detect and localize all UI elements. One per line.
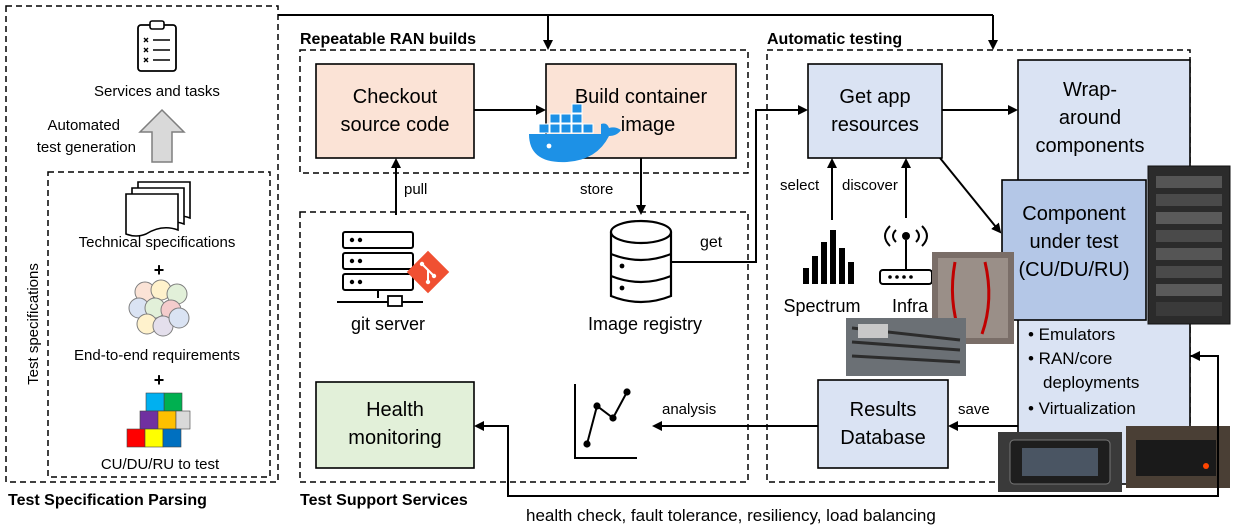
clipboard-icon xyxy=(137,20,177,72)
health-monitoring-box xyxy=(315,381,475,469)
documents-icon xyxy=(125,181,191,237)
test-spec-subframe xyxy=(47,171,271,478)
get-app-resources-box xyxy=(807,63,943,159)
select-label: select xyxy=(780,177,820,194)
support-services-title: Test Support Services xyxy=(300,492,468,509)
analysis-chart-icon xyxy=(574,384,637,459)
docker-whale-icon xyxy=(529,103,621,163)
git-server-icon xyxy=(337,231,450,307)
get-app-line1: Get app xyxy=(839,86,910,108)
get-label: get xyxy=(700,234,723,251)
discover-label: discover xyxy=(842,177,898,194)
checkout-box xyxy=(315,63,475,159)
pull-label: pull xyxy=(404,181,427,198)
device-photo-board xyxy=(1126,426,1230,488)
bullet-emulators: • Emulators xyxy=(1028,325,1115,344)
getapp-to-component-arrow xyxy=(939,157,1002,234)
health-line2: monitoring xyxy=(348,427,441,449)
wrap-line3: components xyxy=(1036,135,1145,157)
infra-label: Infra xyxy=(892,296,929,316)
checkout-line2: source code xyxy=(341,114,450,136)
parsing-frame xyxy=(5,5,279,483)
image-registry-label: Image registry xyxy=(588,314,702,334)
cu-du-ru-label: CU/DU/RU to test xyxy=(101,456,220,473)
bullet-deployments: deployments xyxy=(1043,373,1139,392)
results-line2: Database xyxy=(840,427,926,449)
results-line1: Results xyxy=(850,399,917,421)
get-app-line2: resources xyxy=(831,114,919,136)
spectrum-bars-icon xyxy=(803,230,854,284)
component-line1: Component xyxy=(1022,203,1126,225)
store-label: store xyxy=(580,181,613,198)
database-icon xyxy=(609,219,673,304)
hardware-photo-2 xyxy=(846,318,966,376)
analysis-label: analysis xyxy=(662,401,716,418)
get-arrow xyxy=(672,105,808,263)
ran-builds-title: Repeatable RAN builds xyxy=(300,31,476,48)
router-antenna-icon xyxy=(879,225,933,285)
footer-label: health check, fault tolerance, resilienc… xyxy=(526,506,936,525)
plus-sign-2: + xyxy=(154,370,165,390)
bullet-ran-core: • RAN/core xyxy=(1028,349,1112,368)
test-specifications-label: Test specifications xyxy=(25,263,42,385)
automatic-testing-frame xyxy=(766,49,1191,483)
checkout-line1: Checkout xyxy=(353,86,438,108)
save-label: save xyxy=(958,401,990,418)
upward-arrow-icon xyxy=(138,108,186,163)
git-server-label: git server xyxy=(351,314,425,334)
support-services-frame xyxy=(299,211,749,483)
automated-gen-line2: test generation xyxy=(37,139,136,156)
spectrum-label: Spectrum xyxy=(783,296,860,316)
build-line2: image xyxy=(621,114,675,136)
parsing-title: Test Specification Parsing xyxy=(8,492,207,509)
device-photo-tablet xyxy=(998,432,1122,492)
automated-gen-line1: Automated xyxy=(47,117,120,134)
results-database-box xyxy=(817,379,949,469)
automatic-testing-title: Automatic testing xyxy=(767,31,902,48)
bullet-virtualization: • Virtualization xyxy=(1028,399,1136,418)
wrap-line1: Wrap- xyxy=(1063,79,1117,101)
technical-specs-label: Technical specifications xyxy=(79,234,236,251)
wrap-line2: around xyxy=(1059,107,1121,129)
build-line1: Build container xyxy=(575,86,708,108)
e2e-requirements-label: End-to-end requirements xyxy=(74,347,240,364)
color-blocks-icon xyxy=(126,392,191,448)
component-line2: under test xyxy=(1030,231,1119,253)
component-under-test-box xyxy=(1001,179,1147,321)
server-rack-photo xyxy=(1147,165,1231,325)
requirements-circles-icon xyxy=(128,279,190,337)
component-line3: (CU/DU/RU) xyxy=(1018,259,1129,281)
plus-sign-1: + xyxy=(154,260,165,280)
ran-builds-frame xyxy=(299,49,749,174)
health-line1: Health xyxy=(366,399,424,421)
services-tasks-label: Services and tasks xyxy=(94,83,220,100)
